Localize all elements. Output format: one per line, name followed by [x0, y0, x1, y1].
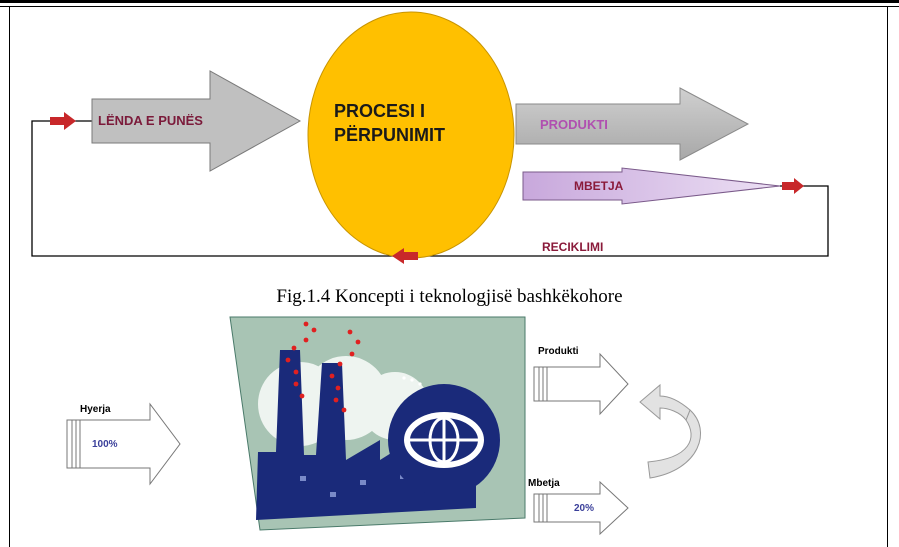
product-arrow: [515, 87, 750, 161]
input-label: LËNDA E PUNËS: [98, 113, 203, 128]
input-arrow: [91, 70, 302, 172]
curved-arrow-icon: [639, 383, 702, 479]
product-block-arrow: [533, 352, 629, 416]
process-label-line2: PËRPUNIMIT: [334, 125, 446, 145]
input-label: Hyerja: [80, 404, 111, 415]
input-block-arrow: [66, 402, 181, 486]
top-rule-thick: [0, 0, 899, 3]
process-label-line1: PROCESI I: [334, 101, 426, 121]
waste-value: 20%: [574, 503, 595, 514]
waste-block-arrow: [533, 480, 629, 536]
loop-arrow-icon: [392, 248, 418, 264]
loop-arrow-icon: [50, 112, 76, 130]
product-label: Produkti: [538, 346, 579, 357]
recycle-label: RECIKLIMI: [542, 240, 604, 254]
loop-arrow-icon: [782, 178, 804, 194]
waste-label: MBETJA: [574, 179, 624, 193]
product-label: PRODUKTI: [540, 117, 608, 132]
waste-label: Mbetja: [528, 478, 560, 489]
top-rule-thin: [0, 6, 899, 7]
page-border-right: [887, 7, 888, 547]
input-value: 100%: [92, 439, 118, 450]
globe-icon: [388, 384, 500, 496]
page-border-left: [9, 7, 10, 547]
figure-caption: Fig.1.4 Koncepti i teknologjisë bashkëko…: [276, 286, 623, 307]
waste-arrow: [522, 167, 781, 205]
